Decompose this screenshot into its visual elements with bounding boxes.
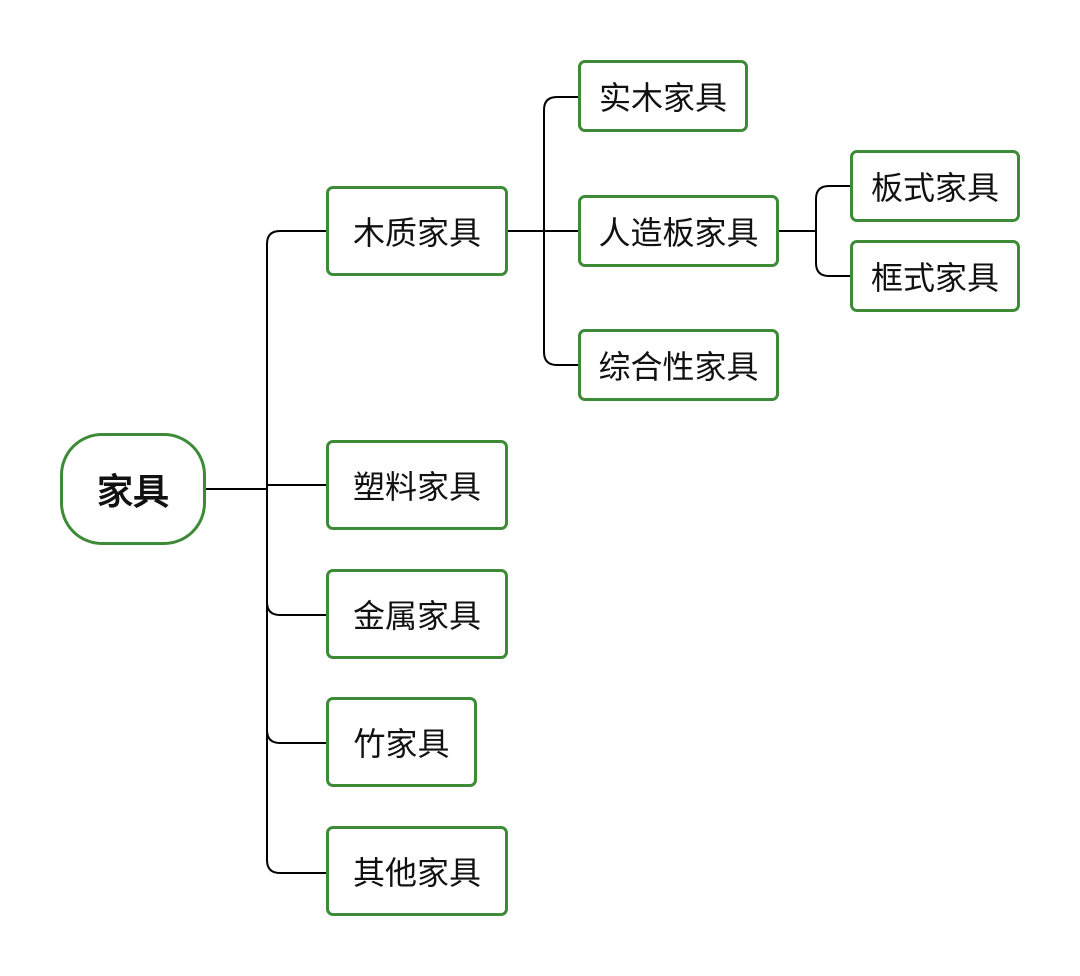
connector-to-metal	[266, 601, 328, 616]
node-bamboo-furniture: 竹家具	[326, 697, 477, 787]
node-composite-furniture: 综合性家具	[578, 329, 779, 401]
connector-level1-spine	[266, 230, 281, 874]
root-node-furniture: 家具	[60, 433, 206, 545]
node-wooden-furniture: 木质家具	[326, 186, 508, 276]
node-metal-furniture: 金属家具	[326, 569, 508, 659]
connector-level3-spine	[815, 185, 830, 277]
node-wood-based-panel-furniture: 人造板家具	[578, 195, 779, 267]
node-frame-type-furniture: 框式家具	[850, 240, 1020, 312]
connector-to-bamboo	[266, 729, 328, 744]
node-other-furniture: 其他家具	[326, 826, 508, 916]
node-solid-wood-furniture: 实木家具	[578, 60, 748, 132]
node-panel-type-furniture: 板式家具	[850, 150, 1020, 222]
node-plastic-furniture: 塑料家具	[326, 440, 508, 530]
